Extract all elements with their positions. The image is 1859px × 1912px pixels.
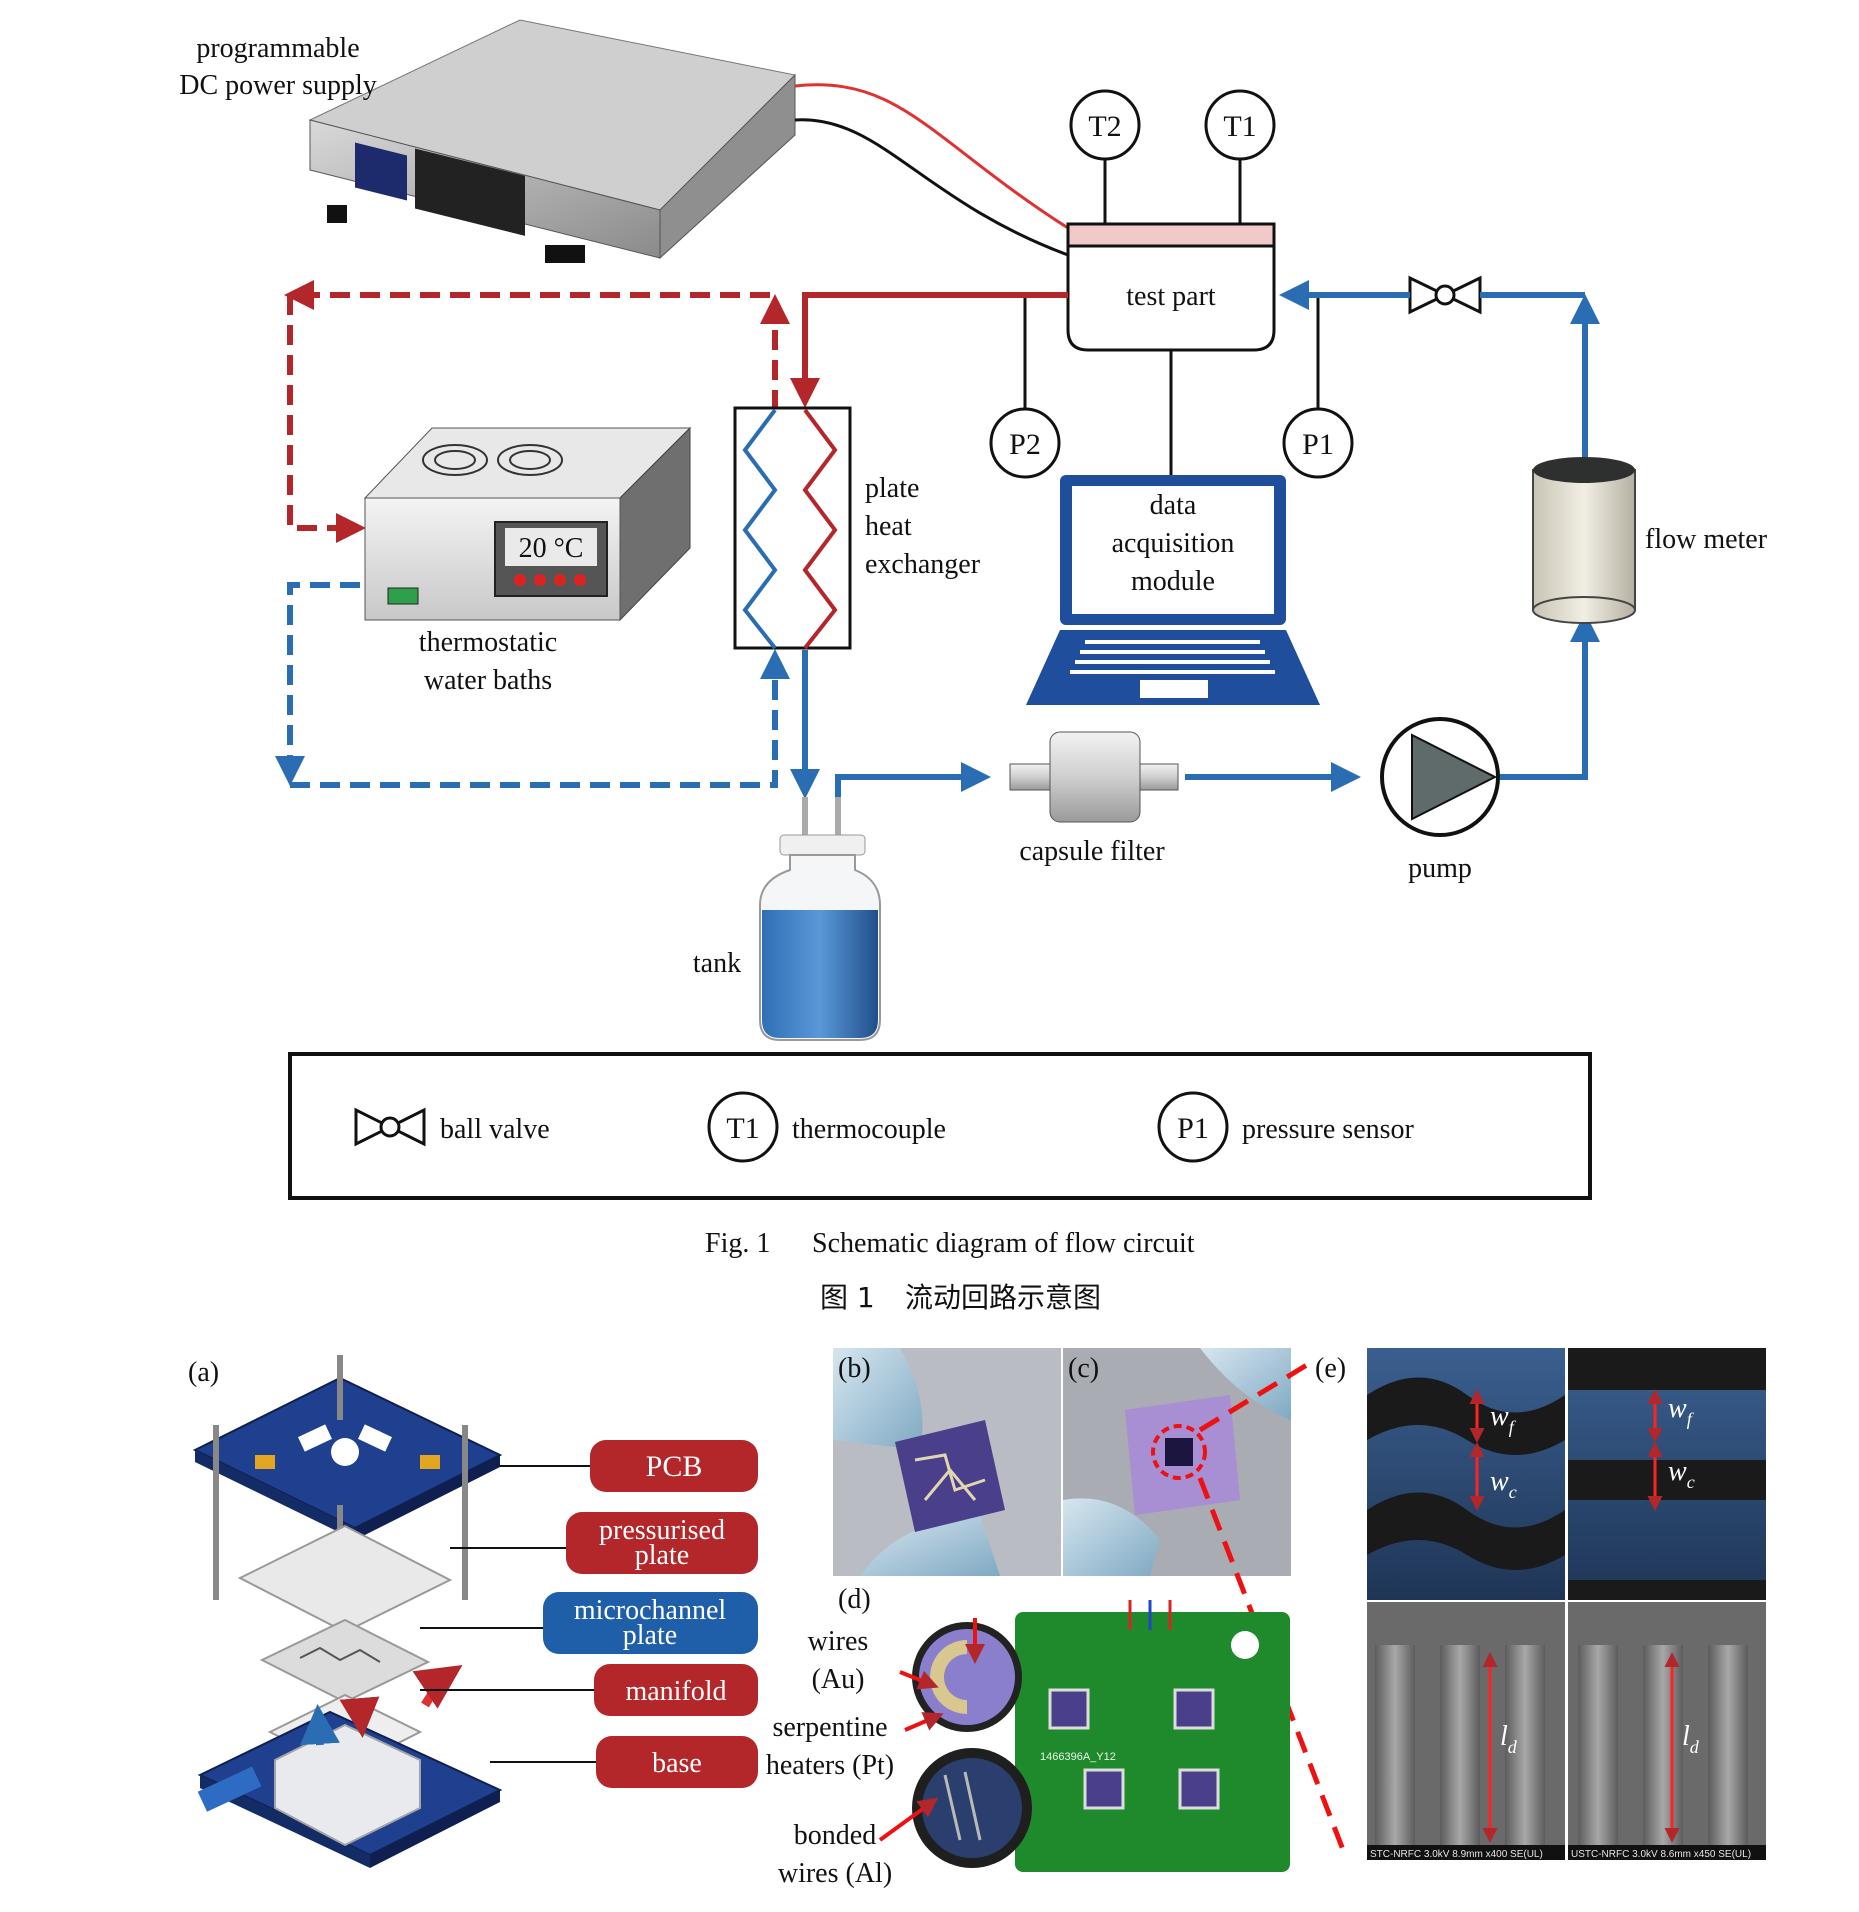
- layer-pill-pcb: PCB: [590, 1440, 758, 1492]
- legend-box: ball valve T1 thermocouple P1 pressure s…: [288, 1052, 1592, 1200]
- legend-p1-symbol: P1: [1177, 1112, 1209, 1145]
- caption-zh: 流动回路示意图: [905, 1281, 1101, 1314]
- d-bond-1: bonded: [794, 1820, 876, 1851]
- tank: [759, 797, 881, 1041]
- pump: [1380, 717, 1500, 837]
- panel-b-label: (b): [838, 1353, 871, 1384]
- sem-wc-right: wc: [1668, 1456, 1695, 1492]
- pump-label: pump: [1408, 853, 1472, 884]
- daq-label-1: data: [1150, 490, 1197, 521]
- hx-label-2: heat: [865, 511, 912, 542]
- layer-pill-pressurised-plate: pressurised plate: [566, 1512, 758, 1574]
- plate-heat-exchanger: [733, 406, 852, 650]
- tank-label: tank: [693, 948, 741, 979]
- d-wires-2: (Au): [812, 1664, 865, 1695]
- power-supply-label-2: DC power supply: [179, 70, 377, 101]
- svg-text:plate: plate: [635, 1540, 689, 1571]
- caption-en-num: Fig. 1: [705, 1228, 770, 1259]
- svg-text:P1: P1: [1302, 428, 1334, 461]
- panel-c-label: (c): [1068, 1353, 1099, 1384]
- photo-c: (c): [1063, 1348, 1291, 1576]
- blue-main-loop: [790, 280, 1600, 799]
- hx-label-3: exchanger: [865, 549, 981, 580]
- photo-b: (b): [833, 1348, 1061, 1576]
- figure-2-test-section: (a): [188, 1348, 1766, 1889]
- flow-meter-label: flow meter: [1645, 524, 1768, 555]
- ball-valve: [1408, 275, 1482, 315]
- svg-text:manifold: manifold: [625, 1676, 726, 1707]
- sem-footer-right: USTC-NRFC 3.0kV 8.6mm x450 SE(UL): [1571, 1849, 1751, 1860]
- pcb-chip-text: 1466396A_Y12: [1040, 1751, 1116, 1763]
- svg-text:P2: P2: [1009, 428, 1041, 461]
- layer-leaders: [420, 1465, 598, 1763]
- capsule-filter-label: capsule filter: [1019, 836, 1165, 867]
- pressure-sensor-p2: P2: [989, 298, 1061, 479]
- legend-ball-valve: ball valve: [440, 1114, 550, 1145]
- power-wire-black: [794, 118, 1069, 257]
- svg-text:T1: T1: [1223, 110, 1256, 143]
- photo-d: 1466396A_Y12: [878, 1600, 1290, 1872]
- sem-wc-left: wc: [1490, 1466, 1517, 1502]
- svg-text:PCB: PCB: [646, 1450, 703, 1483]
- capsule-filter: [1009, 731, 1179, 823]
- dc-power-supply: 080.00V 25.00A: [308, 19, 797, 263]
- bath-label-1: thermostatic: [419, 627, 557, 658]
- thermocouple-t2: T2: [1069, 89, 1141, 228]
- water-bath: 20 °C: [363, 426, 692, 622]
- pressure-sensor-p1: P1: [1282, 298, 1354, 479]
- daq-label-3: module: [1131, 566, 1215, 597]
- sem-wf-left: wf: [1490, 1401, 1517, 1437]
- svg-text:base: base: [652, 1748, 702, 1779]
- d-bond-2: wires (Al): [778, 1858, 892, 1889]
- figure-1-flow-circuit: 080.00V 25.00A programmable DC power sup…: [179, 19, 1768, 1314]
- exploded-view: [192, 1355, 503, 1868]
- flow-meter: [1532, 457, 1636, 624]
- caption-en: Schematic diagram of flow circuit: [812, 1228, 1195, 1259]
- panel-e-label: (e): [1315, 1353, 1346, 1384]
- hx-label-1: plate: [865, 473, 919, 504]
- power-supply-label-1: programmable: [196, 33, 359, 64]
- bath-label-2: water baths: [424, 665, 552, 696]
- panel-a-label: (a): [188, 1357, 219, 1388]
- zoom-line-top: [1198, 1357, 1317, 1433]
- sem-ld-left: ld: [1500, 1721, 1518, 1757]
- svg-text:pressurised: pressurised: [599, 1515, 725, 1546]
- daq-laptop: data acquisition module: [1026, 475, 1320, 705]
- power-wire-red: [794, 83, 1069, 230]
- d-serp-2: heaters (Pt): [766, 1750, 894, 1781]
- thermocouple-t1: T1: [1204, 89, 1276, 228]
- svg-text:T2: T2: [1088, 110, 1121, 143]
- ps-voltage: 080.00V: [364, 57, 392, 66]
- svg-text:plate: plate: [623, 1620, 677, 1651]
- ps-current: 25.00A: [366, 71, 390, 80]
- red-outlet-line: [790, 292, 1068, 408]
- sem-images: STC-NRFC 3.0kV 8.9mm x400 SE(UL) USTC-NR…: [1367, 1348, 1766, 1860]
- legend-t1-symbol: T1: [726, 1112, 759, 1145]
- legend-thermocouple: thermocouple: [792, 1114, 946, 1145]
- layer-pill-manifold: manifold: [594, 1664, 758, 1716]
- legend-pressure-sensor: pressure sensor: [1242, 1114, 1415, 1145]
- test-part-label: test part: [1126, 281, 1216, 312]
- d-wires-1: wires: [808, 1626, 869, 1657]
- sem-wf-right: wf: [1668, 1393, 1695, 1429]
- sem-footer-left: STC-NRFC 3.0kV 8.9mm x400 SE(UL): [1370, 1849, 1543, 1860]
- power-supply-display: [355, 142, 407, 201]
- test-part: test part: [1066, 222, 1276, 352]
- layer-pill-microchannel-plate: microchannel plate: [543, 1592, 758, 1654]
- daq-label-2: acquisition: [1112, 528, 1235, 559]
- panel-d-label: (d): [838, 1584, 871, 1615]
- caption-zh-num: 图 1: [820, 1281, 875, 1314]
- d-serp-1: serpentine: [772, 1712, 887, 1743]
- layer-pill-base: base: [596, 1736, 758, 1788]
- svg-text:microchannel: microchannel: [574, 1595, 727, 1626]
- legend-ball-valve-icon: [354, 1107, 426, 1147]
- sem-ld-right: ld: [1682, 1721, 1700, 1757]
- bath-temp: 20 °C: [519, 533, 584, 564]
- dashed-bath-loop: [275, 280, 790, 788]
